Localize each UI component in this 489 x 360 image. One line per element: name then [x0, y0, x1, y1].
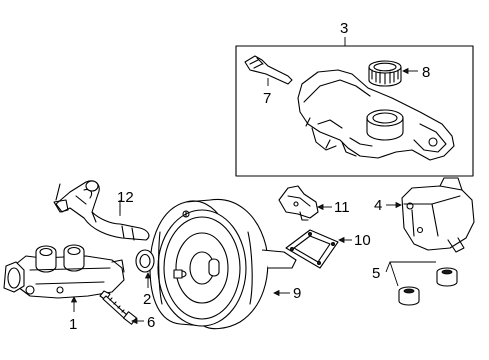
callout-2: 2 — [143, 291, 151, 308]
callout-4: 4 — [374, 197, 382, 214]
callout-3: 3 — [340, 20, 348, 37]
part-8-reservoir-cap — [368, 60, 418, 87]
callout-10: 10 — [354, 232, 371, 249]
callout-7: 7 — [263, 90, 271, 107]
callout-12: 12 — [117, 189, 134, 206]
part-10-gasket — [285, 229, 352, 269]
reservoir-inset-box — [235, 37, 474, 177]
callout-9: 9 — [293, 285, 301, 302]
callout-11: 11 — [334, 199, 350, 216]
part-1-master-cylinder — [3, 244, 125, 312]
part-2-seal-ring — [135, 249, 155, 288]
part-12-vacuum-hose — [53, 180, 150, 241]
part-5-grommets — [385, 261, 458, 306]
callout-1: 1 — [69, 316, 77, 333]
callout-6: 6 — [147, 314, 155, 331]
part-6-bolt — [99, 290, 144, 325]
part-4-module — [386, 177, 475, 253]
callout-5: 5 — [372, 265, 380, 282]
callout-8: 8 — [422, 64, 430, 81]
part-9-brake-booster — [149, 198, 297, 330]
part-11-bracket — [278, 185, 332, 221]
part-3-reservoir-tank — [297, 69, 455, 161]
part-7-strainer — [244, 55, 293, 86]
